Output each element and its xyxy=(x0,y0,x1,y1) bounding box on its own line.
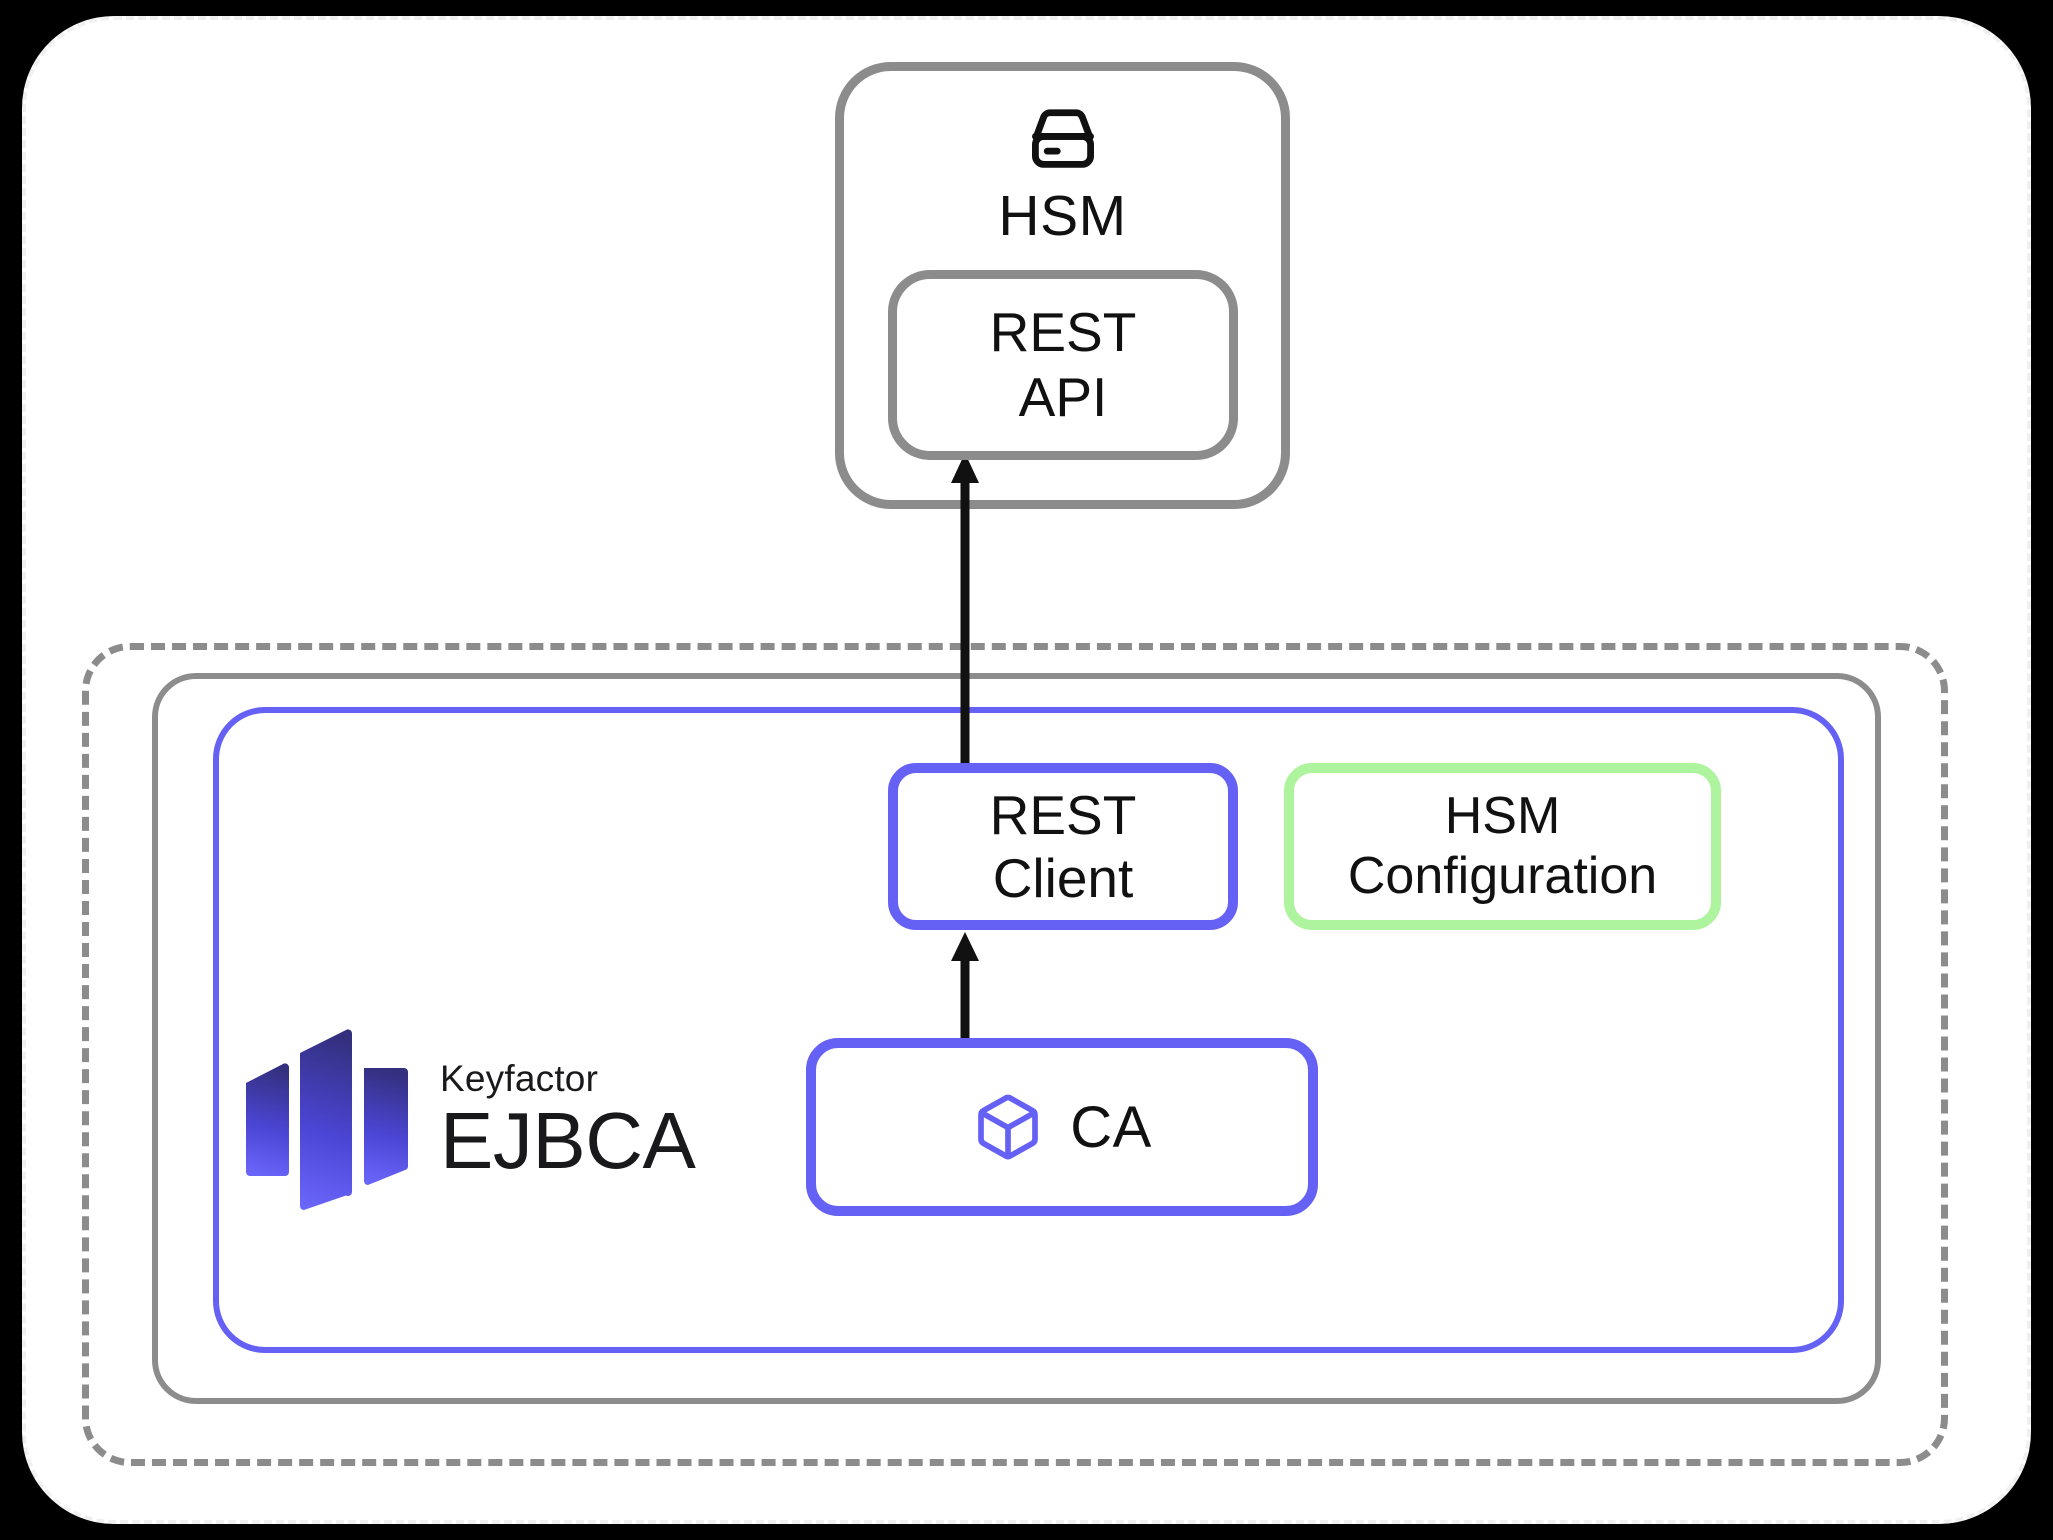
ejbca-middle-boundary xyxy=(152,673,1881,1404)
rest-api-label-line-2: API xyxy=(1018,366,1108,428)
hsm-box[interactable]: HSM xyxy=(835,62,1290,509)
hsm-configuration-label-line-2: Configuration xyxy=(1347,846,1658,905)
keyfactor-logo-icon xyxy=(246,1029,409,1210)
brand-text: Keyfactor EJBCA xyxy=(440,1057,696,1185)
hard-drive-icon xyxy=(1020,97,1106,183)
keyfactor-ejbca-brand: Keyfactor EJBCA xyxy=(238,1000,718,1240)
ejbca-outer-dashed-boundary xyxy=(82,643,1948,1466)
ca-label: CA xyxy=(1070,1094,1152,1160)
arrow-ca-to-rest-client xyxy=(951,932,979,1044)
rest-api-label-line-1: REST xyxy=(989,301,1137,364)
hsm-label: HSM xyxy=(998,184,1127,248)
hsm-configuration-box[interactable]: HSM Configuration xyxy=(1284,763,1721,930)
rest-client-box[interactable]: REST Client xyxy=(888,763,1238,930)
ca-box[interactable]: CA xyxy=(806,1038,1318,1216)
arrow-rest-client-to-rest-api xyxy=(951,453,979,774)
ejbca-inner-boundary xyxy=(213,707,1844,1353)
rest-api-box[interactable]: REST API xyxy=(888,270,1238,460)
hsm-configuration-label-line-1: HSM xyxy=(1444,787,1561,846)
brand-main-label: EJBCA xyxy=(440,1095,696,1185)
cube-icon xyxy=(972,1091,1044,1163)
brand-top-label: Keyfactor xyxy=(440,1057,599,1099)
rest-client-label-line-2: Client xyxy=(992,846,1134,909)
rest-client-label-line-1: REST xyxy=(989,783,1137,846)
